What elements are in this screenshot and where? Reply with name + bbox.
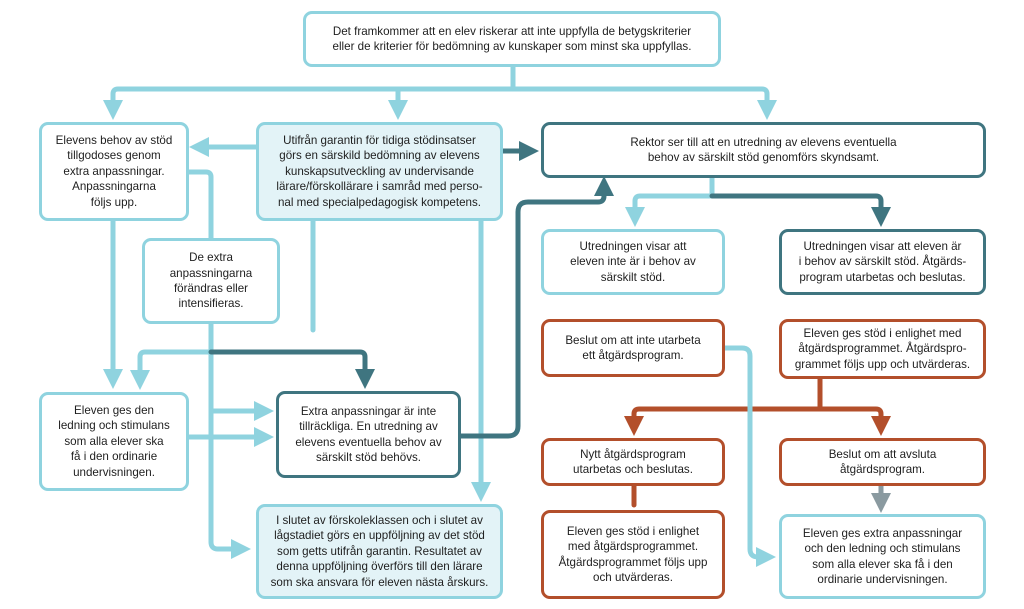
box-ordinary-guidance: Eleven ges den ledning och stimulans som… <box>39 392 189 491</box>
arrow-support-split-right <box>817 406 891 436</box>
arrow-principal-to-needed <box>709 193 891 227</box>
box-extra-and-guidance: Eleven ges extra anpassningar och den le… <box>779 514 986 599</box>
box-not-needed: Utredningen visar att eleven inte är i b… <box>541 229 725 295</box>
arrow-support-split-left <box>624 376 823 436</box>
arrow-changed-to-insufficient-dark <box>208 349 375 389</box>
arrow-changed-down <box>130 320 214 390</box>
box-support-per-program: Eleven ges stöd i enlighet med åtgärdspr… <box>779 319 986 379</box>
box-top-trigger: Det framkommer att en elev riskerar att … <box>303 11 721 67</box>
box-extra-support: Elevens behov av stöd tillgodoses genom … <box>39 122 189 221</box>
arrow-top-to-extra-support <box>103 63 516 120</box>
arrow-top-to-principal <box>510 86 777 120</box>
box-adjustments-changed: De extra anpassningarna förändras eller … <box>142 238 280 324</box>
box-followup-transfer: I slutet av förskoleklassen och i slutet… <box>256 504 503 599</box>
box-decision-end-program: Beslut om att avsluta åtgärdsprogram. <box>779 438 986 486</box>
arrow-principal-to-not-needed <box>625 175 715 227</box>
box-needed-program: Utredningen visar att eleven är i behov … <box>779 229 986 295</box>
arrow-insufficient-to-principal <box>458 176 614 439</box>
box-adjustments-insufficient: Extra anpassningar är inte tillräckliga.… <box>276 391 461 478</box>
box-new-program: Nytt åtgärdsprogram utarbetas och beslut… <box>541 438 725 486</box>
arrow-decision-no-program-to-extra <box>720 345 776 567</box>
box-support-per-program-2: Eleven ges stöd i enlighet med åtgärdspr… <box>541 510 725 599</box>
box-decision-no-program: Beslut om att inte utarbeta ett åtgärdsp… <box>541 319 725 377</box>
arrow-extra-support-to-followup <box>186 169 251 559</box>
box-guarantee-assessment: Utifrån garantin för tidiga stödinsatser… <box>256 122 503 221</box>
box-principal-investigation: Rektor ser till att en utredning av elev… <box>541 122 986 178</box>
